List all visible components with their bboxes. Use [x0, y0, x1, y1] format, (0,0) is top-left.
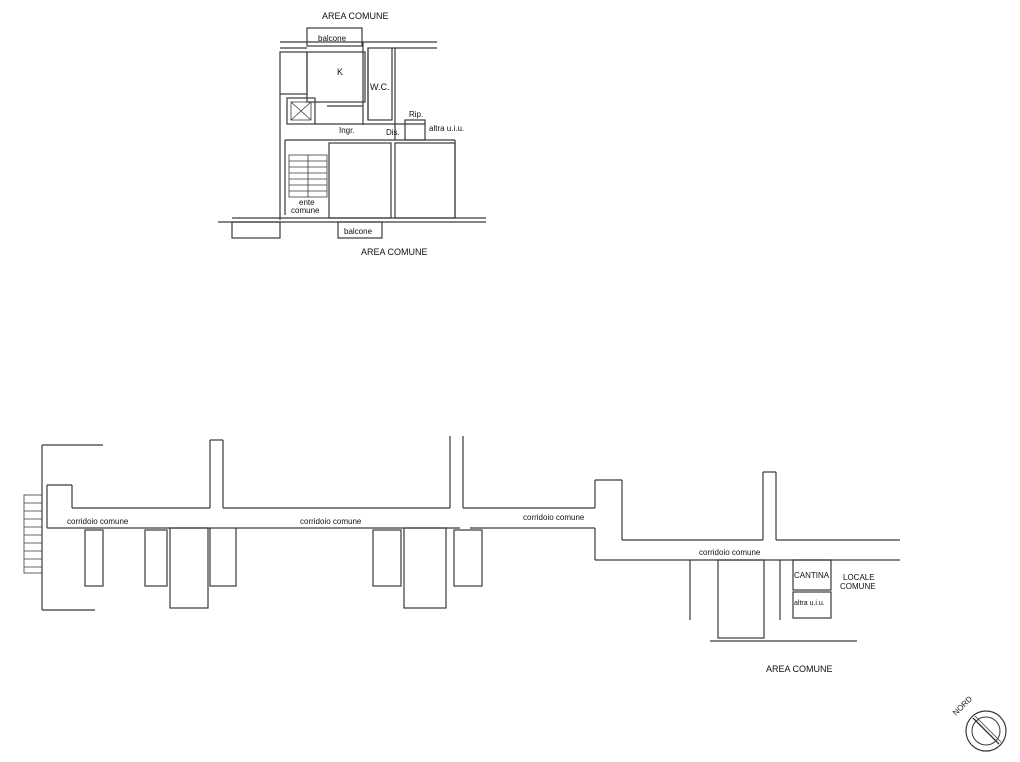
compass-needle-icon — [972, 717, 1000, 745]
compass-inner-ring — [971, 716, 1001, 746]
left-wall-block — [279, 51, 308, 95]
area-comune-bottom-label: AREA COMUNE — [766, 664, 833, 674]
cellar-2 — [144, 529, 168, 587]
cellar-7 — [453, 529, 483, 587]
area-comune-mid-label: AREA COMUNE — [361, 247, 428, 257]
ente-comune-label-line1: ente — [299, 198, 315, 207]
cellar-1 — [84, 529, 104, 587]
balcone-bottom-label: balcone — [344, 227, 373, 236]
balcone-top-box — [306, 27, 363, 47]
room-right — [394, 142, 456, 219]
area-comune-top-label: AREA COMUNE — [322, 11, 389, 21]
corridor-label-1: corridoio comune — [67, 517, 129, 526]
lift-box — [286, 97, 316, 125]
compass-nord-label: NORD — [951, 694, 974, 717]
upper-floor-plan — [218, 27, 486, 239]
kitchen-room — [306, 51, 366, 103]
cantina-label: CANTINA — [794, 571, 830, 580]
locale-comune-label-line2: COMUNE — [840, 582, 876, 591]
lower-stairs — [23, 494, 43, 574]
locale-comune-label-line1: LOCALE — [843, 573, 875, 582]
cellar-3 — [169, 527, 209, 609]
ingresso-label: Ingr. — [339, 126, 355, 135]
altra-uiu-upper-label: altra u.i.u. — [429, 124, 464, 133]
corridor-label-2: corridoio comune — [300, 517, 362, 526]
compass-outer-ring — [965, 710, 1007, 752]
altra-uiu-lower-room — [792, 591, 832, 619]
lower-floor-plan — [23, 436, 900, 642]
disimpegno-label: Dis. — [386, 128, 400, 137]
altra-uiu-lower-label: altra u.i.u. — [794, 600, 825, 607]
balcone-top-label: balcone — [318, 34, 347, 43]
ente-comune-label-line2: comune — [291, 206, 320, 215]
corridor-label-4: corridoio comune — [699, 548, 761, 557]
cellar-8 — [717, 559, 765, 639]
upper-stairs — [288, 154, 328, 198]
ripostiglio-room — [404, 119, 426, 141]
balcone-bottom-box — [337, 221, 383, 239]
left-ledge — [231, 221, 281, 239]
cantina-room — [792, 559, 832, 591]
cellar-4 — [209, 527, 237, 587]
north-compass: NORD — [951, 694, 1007, 752]
corridor-label-3: corridoio comune — [523, 513, 585, 522]
cellar-5 — [372, 529, 402, 587]
wc-label: W.C. — [370, 82, 390, 92]
room-left — [328, 142, 392, 219]
wc-room — [367, 47, 393, 121]
cellar-6 — [403, 527, 447, 609]
ripostiglio-label: Rip. — [409, 110, 423, 119]
kitchen-label: K — [337, 67, 343, 77]
